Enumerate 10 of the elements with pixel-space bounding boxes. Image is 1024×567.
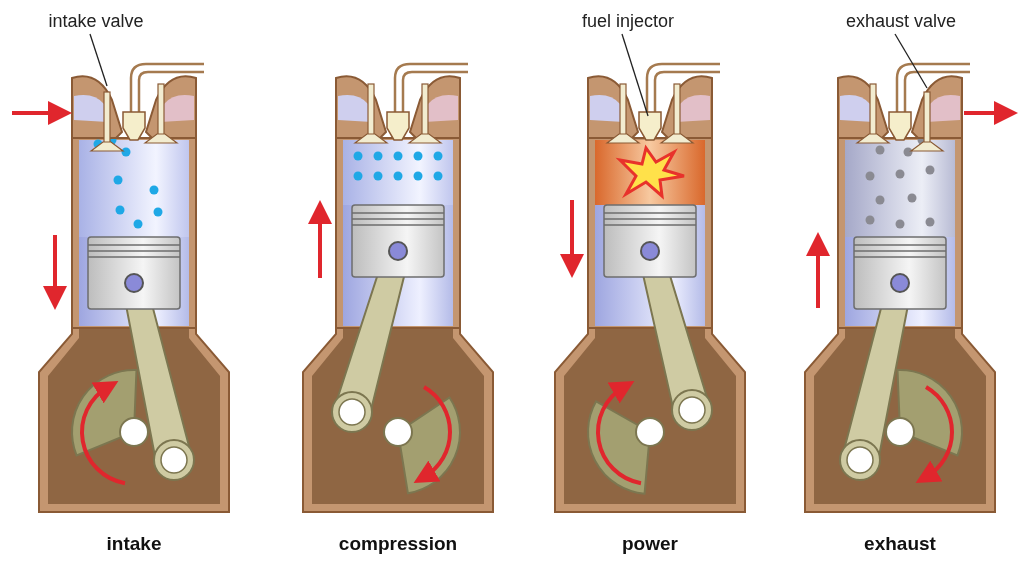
leader-line xyxy=(89,33,108,87)
leader-line xyxy=(894,33,928,89)
leader-line xyxy=(621,33,649,117)
stroke-caption: compression xyxy=(337,532,459,556)
part-label: intake valve xyxy=(48,9,144,33)
part-label: exhaust valve xyxy=(845,9,957,33)
stroke-caption: intake xyxy=(105,532,163,556)
part-label: fuel injector xyxy=(581,9,675,33)
stroke-caption: exhaust xyxy=(863,532,937,556)
stroke-caption: power xyxy=(621,532,679,556)
